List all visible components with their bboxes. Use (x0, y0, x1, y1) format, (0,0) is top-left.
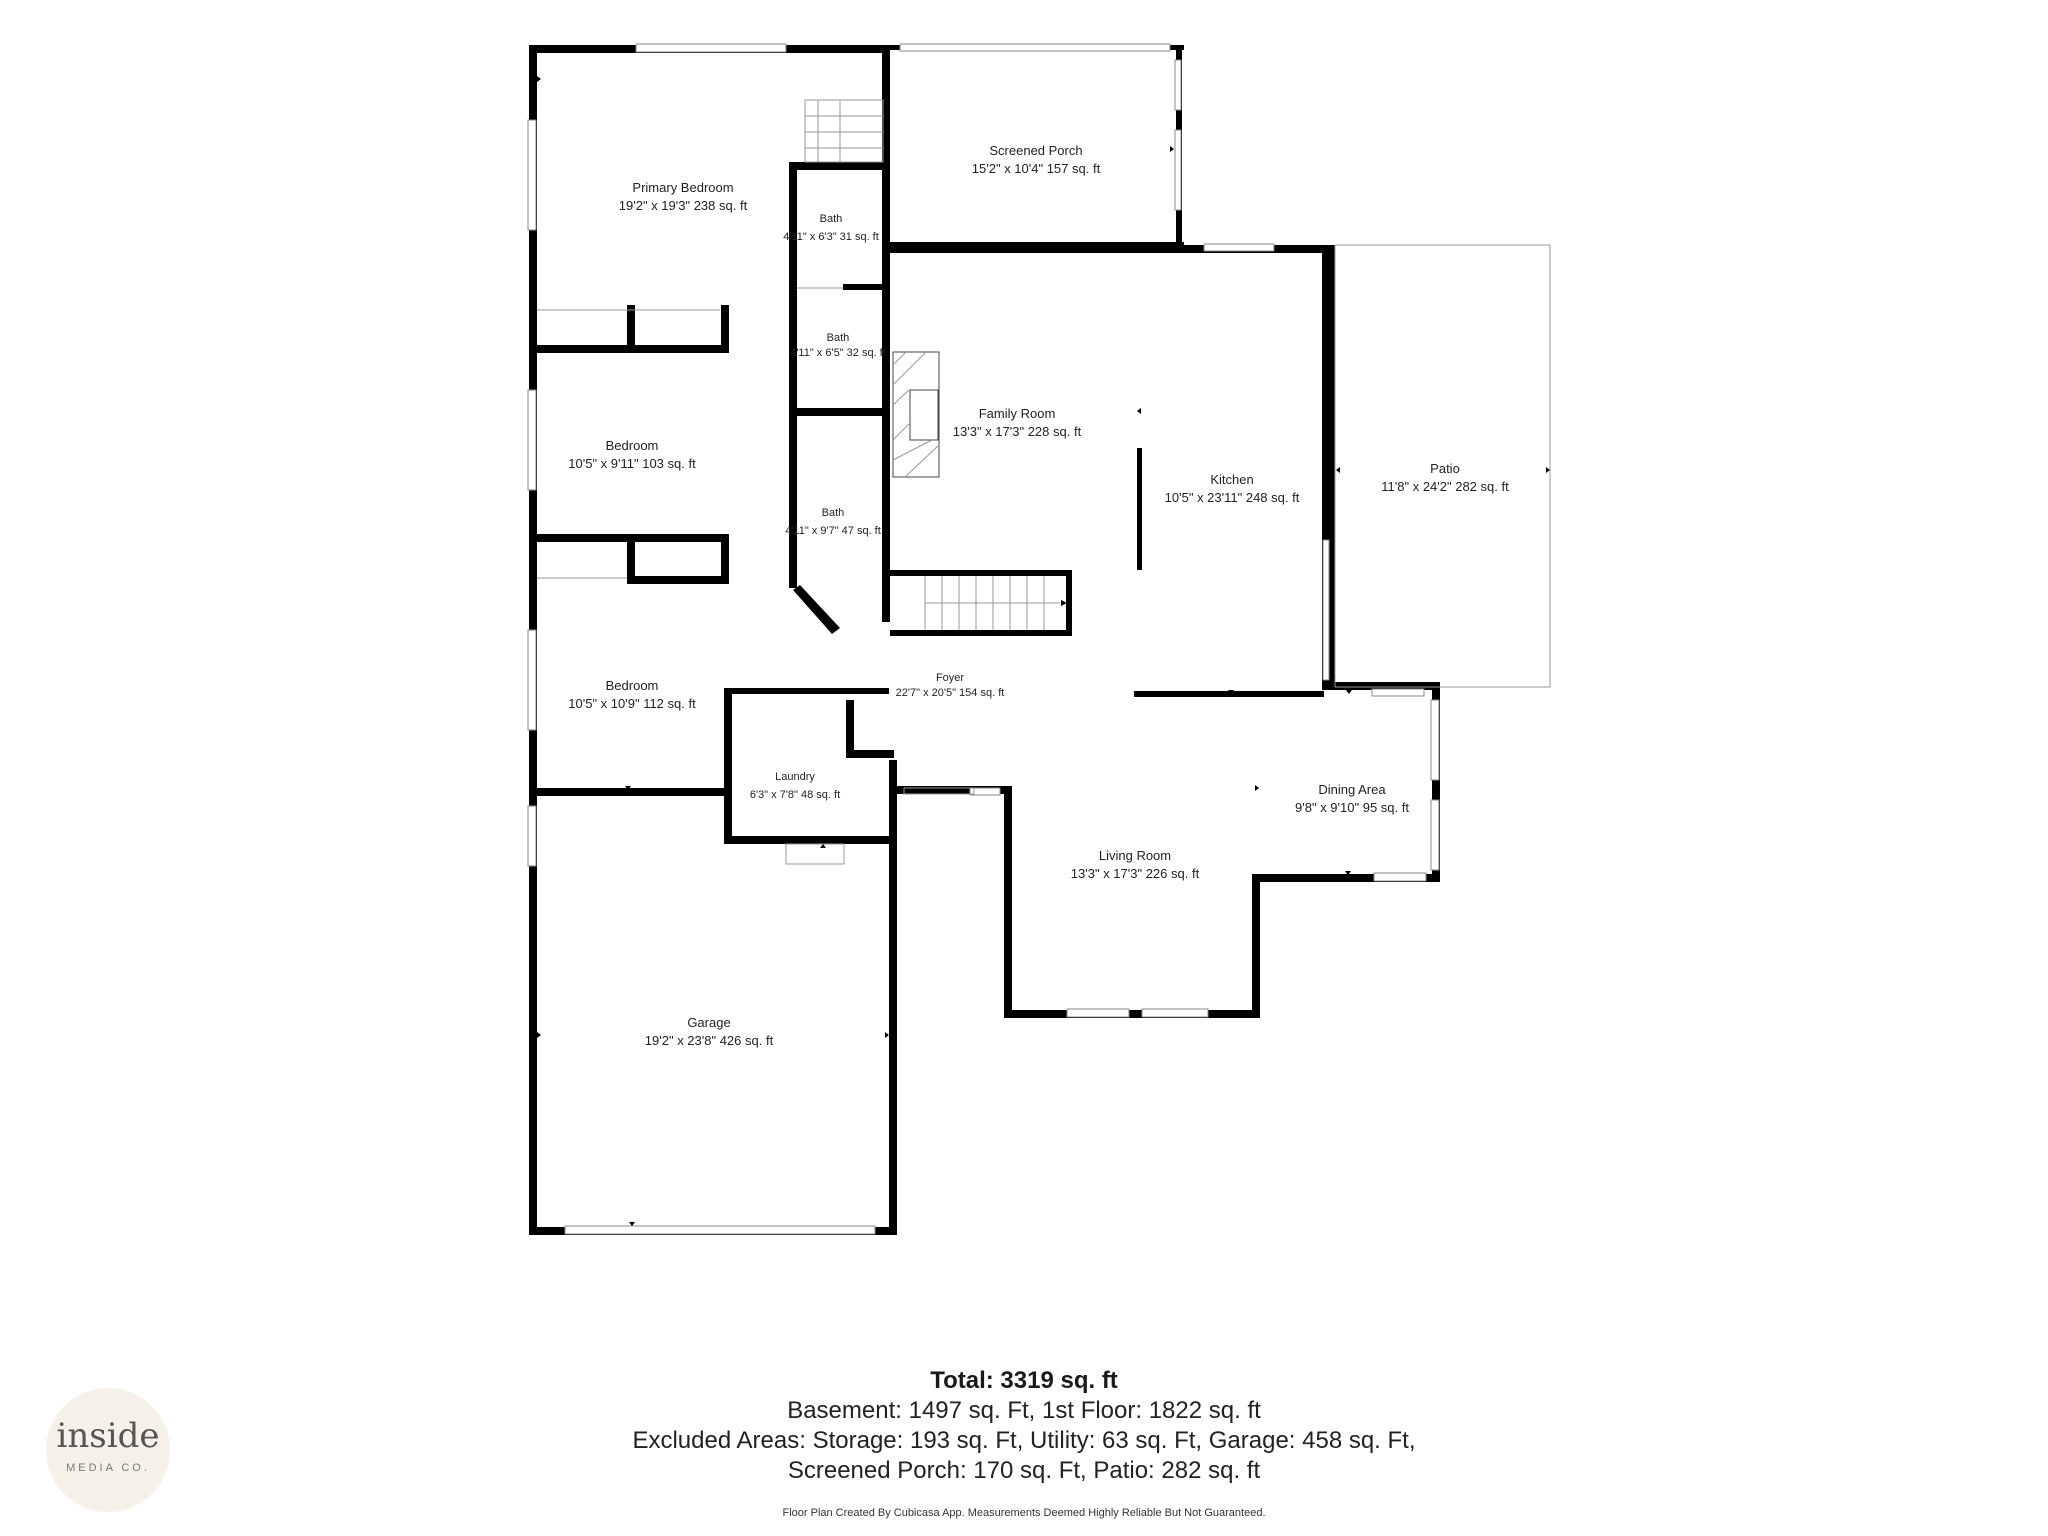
laundry-dims: 6'3" x 7'8" 48 sq. ft (750, 789, 840, 801)
fixtures (537, 99, 1551, 865)
garage-dims: 19'2" x 23'8" 426 sq. ft (645, 1033, 774, 1048)
bath-2-dims: 4'11" x 6'5" 32 sq. ft (790, 347, 886, 359)
logo-subtitle: MEDIA CO. (66, 1462, 150, 1474)
bath-2-name: Bath (827, 332, 850, 344)
living-room-dims: 13'3" x 17'3" 226 sq. ft (1071, 866, 1200, 881)
family-room-name: Family Room (979, 406, 1056, 421)
bath-3-name: Bath (822, 507, 845, 519)
windows (527, 43, 1440, 1235)
logo-wordmark: inside (56, 1416, 160, 1456)
screened-porch-dims: 15'2" x 10'4" 157 sq. ft (972, 161, 1101, 176)
wall-ticks (537, 76, 1550, 1226)
bedroom-2-dims: 10'5" x 10'9" 112 sq. ft (568, 696, 696, 711)
excluded-areas-line-2: Screened Porch: 170 sq. Ft, Patio: 282 s… (787, 1457, 1261, 1484)
bedroom-1-name: Bedroom (606, 438, 659, 453)
kitchen-name: Kitchen (1210, 472, 1253, 487)
primary-bedroom-dims: 19'2" x 19'3" 238 sq. ft (619, 198, 748, 213)
bath-1-name: Bath (820, 213, 843, 225)
total-area: Total: 3319 sq. ft (930, 1367, 1118, 1394)
foyer-name: Foyer (936, 672, 964, 684)
primary-bedroom-name: Primary Bedroom (632, 180, 733, 195)
screened-porch-name: Screened Porch (989, 143, 1082, 158)
laundry-name: Laundry (775, 771, 815, 783)
foyer-dims: 22'7" x 20'5" 154 sq. ft (896, 687, 1005, 699)
excluded-areas-line-1: Excluded Areas: Storage: 193 sq. Ft, Uti… (632, 1427, 1416, 1454)
dining-area-dims: 9'8" x 9'10" 95 sq. ft (1295, 800, 1409, 815)
disclaimer: Floor Plan Created By Cubicasa App. Meas… (782, 1507, 1266, 1519)
family-room-dims: 13'3" x 17'3" 228 sq. ft (953, 424, 1082, 439)
bath-3-dims: 4'11" x 9'7" 47 sq. ft (785, 525, 881, 537)
garage-name: Garage (687, 1015, 730, 1030)
area-summary: Total: 3319 sq. ft Basement: 1497 sq. Ft… (0, 1366, 2048, 1486)
room-labels: Primary Bedroom 19'2" x 19'3" 238 sq. ft… (568, 143, 1509, 1048)
bedroom-1-dims: 10'5" x 9'11" 103 sq. ft (568, 456, 696, 471)
brand-logo: inside MEDIA CO. (46, 1388, 170, 1512)
bedroom-2-name: Bedroom (606, 678, 659, 693)
walls (529, 45, 1440, 1235)
living-room-name: Living Room (1099, 848, 1171, 863)
dining-area-name: Dining Area (1318, 782, 1386, 797)
bath-1-dims: 4'11" x 6'3" 31 sq. ft (783, 231, 879, 243)
floor-areas: Basement: 1497 sq. Ft, 1st Floor: 1822 s… (787, 1397, 1261, 1424)
patio-dims: 11'8" x 24'2" 282 sq. ft (1381, 479, 1509, 494)
kitchen-dims: 10'5" x 23'11" 248 sq. ft (1165, 490, 1300, 505)
patio-name: Patio (1430, 461, 1460, 476)
